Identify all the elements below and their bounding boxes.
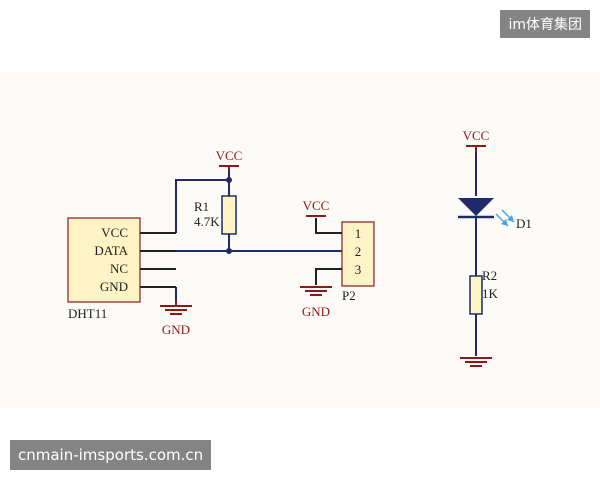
resistor-r2-body xyxy=(469,275,483,315)
gnd-p2-label: GND xyxy=(302,304,330,319)
gnd-dht11-label: GND xyxy=(162,322,190,337)
p2-pin1-wire xyxy=(315,218,342,234)
dht11-body xyxy=(67,217,141,303)
wire-dht11-vcc-to-r1 xyxy=(175,179,229,233)
vcc-p2-label: VCC xyxy=(303,198,330,213)
connector-p2-pin3: 3 xyxy=(355,262,362,277)
connector-p2-pin1: 1 xyxy=(355,226,362,241)
dht11-pin-gnd-label: GND xyxy=(100,279,128,294)
led-d1-ref: D1 xyxy=(516,216,532,231)
connector-p2-ref: P2 xyxy=(342,288,356,303)
led-d1-triangle xyxy=(458,198,494,216)
resistor-r1-body xyxy=(221,195,237,235)
dht11-pin-data-label: DATA xyxy=(94,243,128,258)
led-d1-arrowhead2 xyxy=(507,215,514,222)
watermark-top: im体育集团 xyxy=(500,10,590,38)
resistor-r2-value: 1K xyxy=(482,286,499,301)
vcc-led-label: VCC xyxy=(463,128,490,143)
resistor-r2-ref: R2 xyxy=(482,268,497,283)
junction-vcc-r1 xyxy=(226,177,232,183)
vcc-r1-label: VCC xyxy=(216,148,243,163)
connector-p2-body xyxy=(341,221,375,287)
p2-pin3-wire xyxy=(315,268,342,285)
resistor-r1-ref: R1 xyxy=(194,199,209,214)
watermark-bottom: cnmain-imsports.com.cn xyxy=(10,440,212,470)
dht11-name-label: DHT11 xyxy=(68,306,107,321)
dht11-pin-vcc-label: VCC xyxy=(101,225,128,240)
led-d1-arrowhead1 xyxy=(501,219,508,226)
junction-data-r1 xyxy=(226,248,232,254)
dht11-pin-nc-label: NC xyxy=(110,261,128,276)
connector-p2-pin2: 2 xyxy=(355,244,362,259)
resistor-r1-value: 4.7K xyxy=(194,214,220,229)
